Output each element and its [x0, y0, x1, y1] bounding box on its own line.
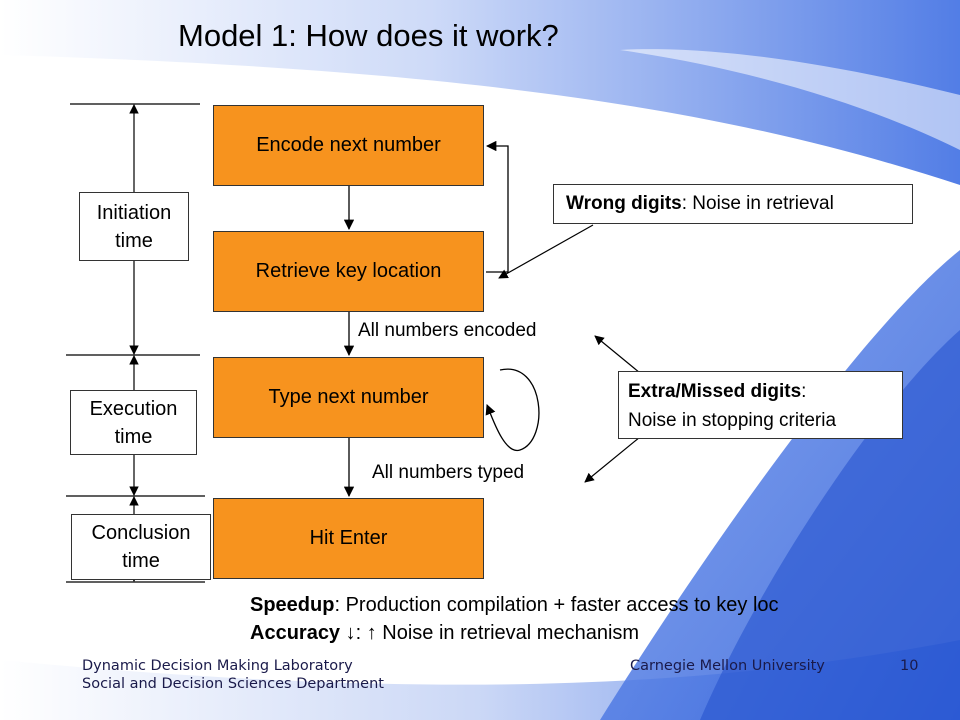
step-retrieve-key-location: Retrieve key location: [213, 231, 484, 312]
time-execution-line1: Execution: [89, 397, 178, 420]
summary-speedup-term: Speedup: [250, 594, 335, 616]
step-encode-next-number: Encode next number: [213, 105, 484, 186]
time-conclusion-line1: Conclusion: [91, 522, 191, 544]
note-wrong-digits-term: Wrong digits: [566, 193, 682, 214]
label-all-numbers-encoded: All numbers encoded: [358, 320, 537, 341]
pointer-encoded: [594, 335, 641, 374]
label-all-numbers-typed: All numbers typed: [372, 462, 525, 483]
summary-accuracy-term: Accuracy ↓: [250, 622, 356, 644]
time-initiation-line1: Initiation: [96, 201, 172, 224]
summary-accuracy-text: : ↑ Noise in retrieval mechanism: [355, 622, 640, 644]
step-hit-enter: Hit Enter: [213, 498, 484, 579]
note-extra-missed-term: Extra/Missed digits: [628, 381, 802, 402]
footer-lab: Dynamic Decision Making Laboratory: [82, 658, 353, 674]
pointer-wrong-digits: [498, 224, 594, 279]
arrow-loop-back-encode: [485, 140, 509, 273]
note-extra-missed-colon: :: [801, 381, 807, 402]
time-execution-line2: time: [114, 425, 153, 448]
step-type-next-number: Type next number: [213, 357, 484, 438]
summary-speedup-text: : Production compilation + faster access…: [334, 594, 779, 616]
footer-department: Social and Decision Sciences Department: [82, 676, 384, 692]
note-extra-missed-text: Noise in stopping criteria: [628, 410, 837, 431]
note-wrong-digits: Wrong digits: Noise in retrieval: [553, 184, 913, 224]
time-initiation-line2: time: [115, 229, 153, 252]
summary-speedup: Speedup: Production compilation + faster…: [250, 594, 779, 617]
time-conclusion-line2: time: [122, 550, 160, 572]
note-wrong-digits-text: : Noise in retrieval: [681, 193, 834, 214]
summary-accuracy: Accuracy ↓: ↑ Noise in retrieval mechani…: [250, 622, 639, 645]
slide-title: Model 1: How does it work?: [178, 18, 559, 53]
footer-university: Carnegie Mellon University: [630, 658, 825, 674]
note-extra-missed-digits: Extra/Missed digits: Noise in stopping c…: [618, 371, 903, 439]
time-execution: Execution time: [70, 390, 197, 455]
pointer-typed: [584, 436, 641, 483]
time-initiation: Initiation time: [79, 192, 189, 261]
arrow-self-loop-type: [485, 368, 540, 451]
footer-page-number: 10: [900, 658, 919, 674]
time-conclusion: Conclusion time: [71, 514, 211, 580]
